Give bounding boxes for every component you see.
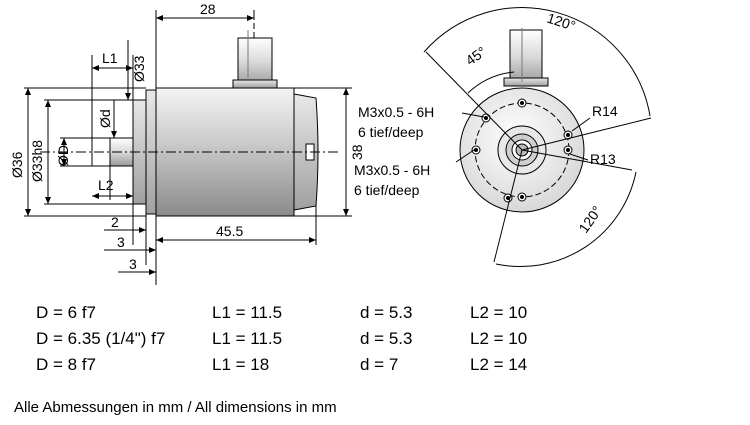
connector-body: [237, 37, 273, 87]
angle-arc-45: [467, 71, 515, 94]
variant-3-L2: L2 = 14: [470, 355, 528, 374]
angle-arc-120-top: [423, 7, 651, 117]
variant-2-L2: L2 = 10: [470, 329, 528, 348]
variant-2-d: d = 5.3: [360, 329, 413, 348]
depth-2-label: 6 tief/deep: [354, 182, 420, 198]
angle-120-top-label: 120°: [545, 10, 577, 34]
dim-d36-label: Ø36: [9, 151, 25, 178]
depth-1-label: 6 tief/deep: [358, 124, 424, 140]
variant-3-L1: L1 = 18: [212, 355, 270, 374]
dim-d33h8-label: Ø33h8: [29, 140, 45, 182]
arrowheads: [25, 15, 349, 275]
side-view: [24, 10, 352, 285]
connector-base: [232, 79, 278, 89]
dim-3a-label: 3: [117, 234, 125, 250]
variant-3-D: D = 8 f7: [36, 355, 97, 374]
leader-line: [455, 149, 475, 163]
dim-38-label: 38: [349, 144, 365, 160]
front-connector: [509, 29, 543, 85]
variant-1-D: D = 6 f7: [36, 303, 97, 322]
r13-label: R13: [590, 151, 616, 167]
thread-1-label: M3x0.5 - 6H: [358, 104, 434, 120]
dim-3b-label: 3: [129, 256, 137, 272]
variant-2-D: D = 6.35 (1/4") f7: [36, 329, 166, 348]
angle-45-label: 45°: [463, 43, 490, 68]
dim-L2-label: L2: [98, 177, 114, 193]
front-view: [423, 7, 652, 268]
thread-2-label: M3x0.5 - 6H: [354, 162, 430, 178]
variant-1-L1: L1 = 11.5: [212, 303, 283, 322]
leader-line: [571, 117, 591, 132]
variant-1-L2: L2 = 10: [470, 303, 528, 322]
variant-1-d: d = 5.3: [360, 303, 413, 322]
variant-3-d: d = 7: [360, 355, 399, 374]
dim-28-label: 28: [200, 1, 216, 17]
dim-2-label: 2: [111, 214, 119, 230]
leader-line: [569, 153, 589, 161]
dimensions-footnote: Alle Abmessungen in mm / All dimensions …: [14, 399, 337, 416]
dim-d-label: Ød: [97, 109, 113, 128]
angle-arc-120-bottom: [495, 171, 637, 268]
dim-d33-label: Ø33: [131, 55, 147, 82]
construction-line: [521, 117, 652, 151]
construction-line: [425, 51, 523, 151]
dim-D-label: ØD: [55, 145, 71, 166]
dim-455-label: 45.5: [216, 223, 243, 239]
construction-line: [521, 149, 633, 171]
angle-120-bottom-label: 120°: [575, 203, 605, 236]
front-connector-base: [503, 77, 549, 87]
variant-2-L1: L1 = 11.5: [212, 329, 283, 348]
leader-line: [461, 112, 485, 118]
dim-L1-label: L1: [102, 50, 118, 66]
r14-label: R14: [592, 103, 618, 119]
construction-line: [493, 149, 523, 263]
